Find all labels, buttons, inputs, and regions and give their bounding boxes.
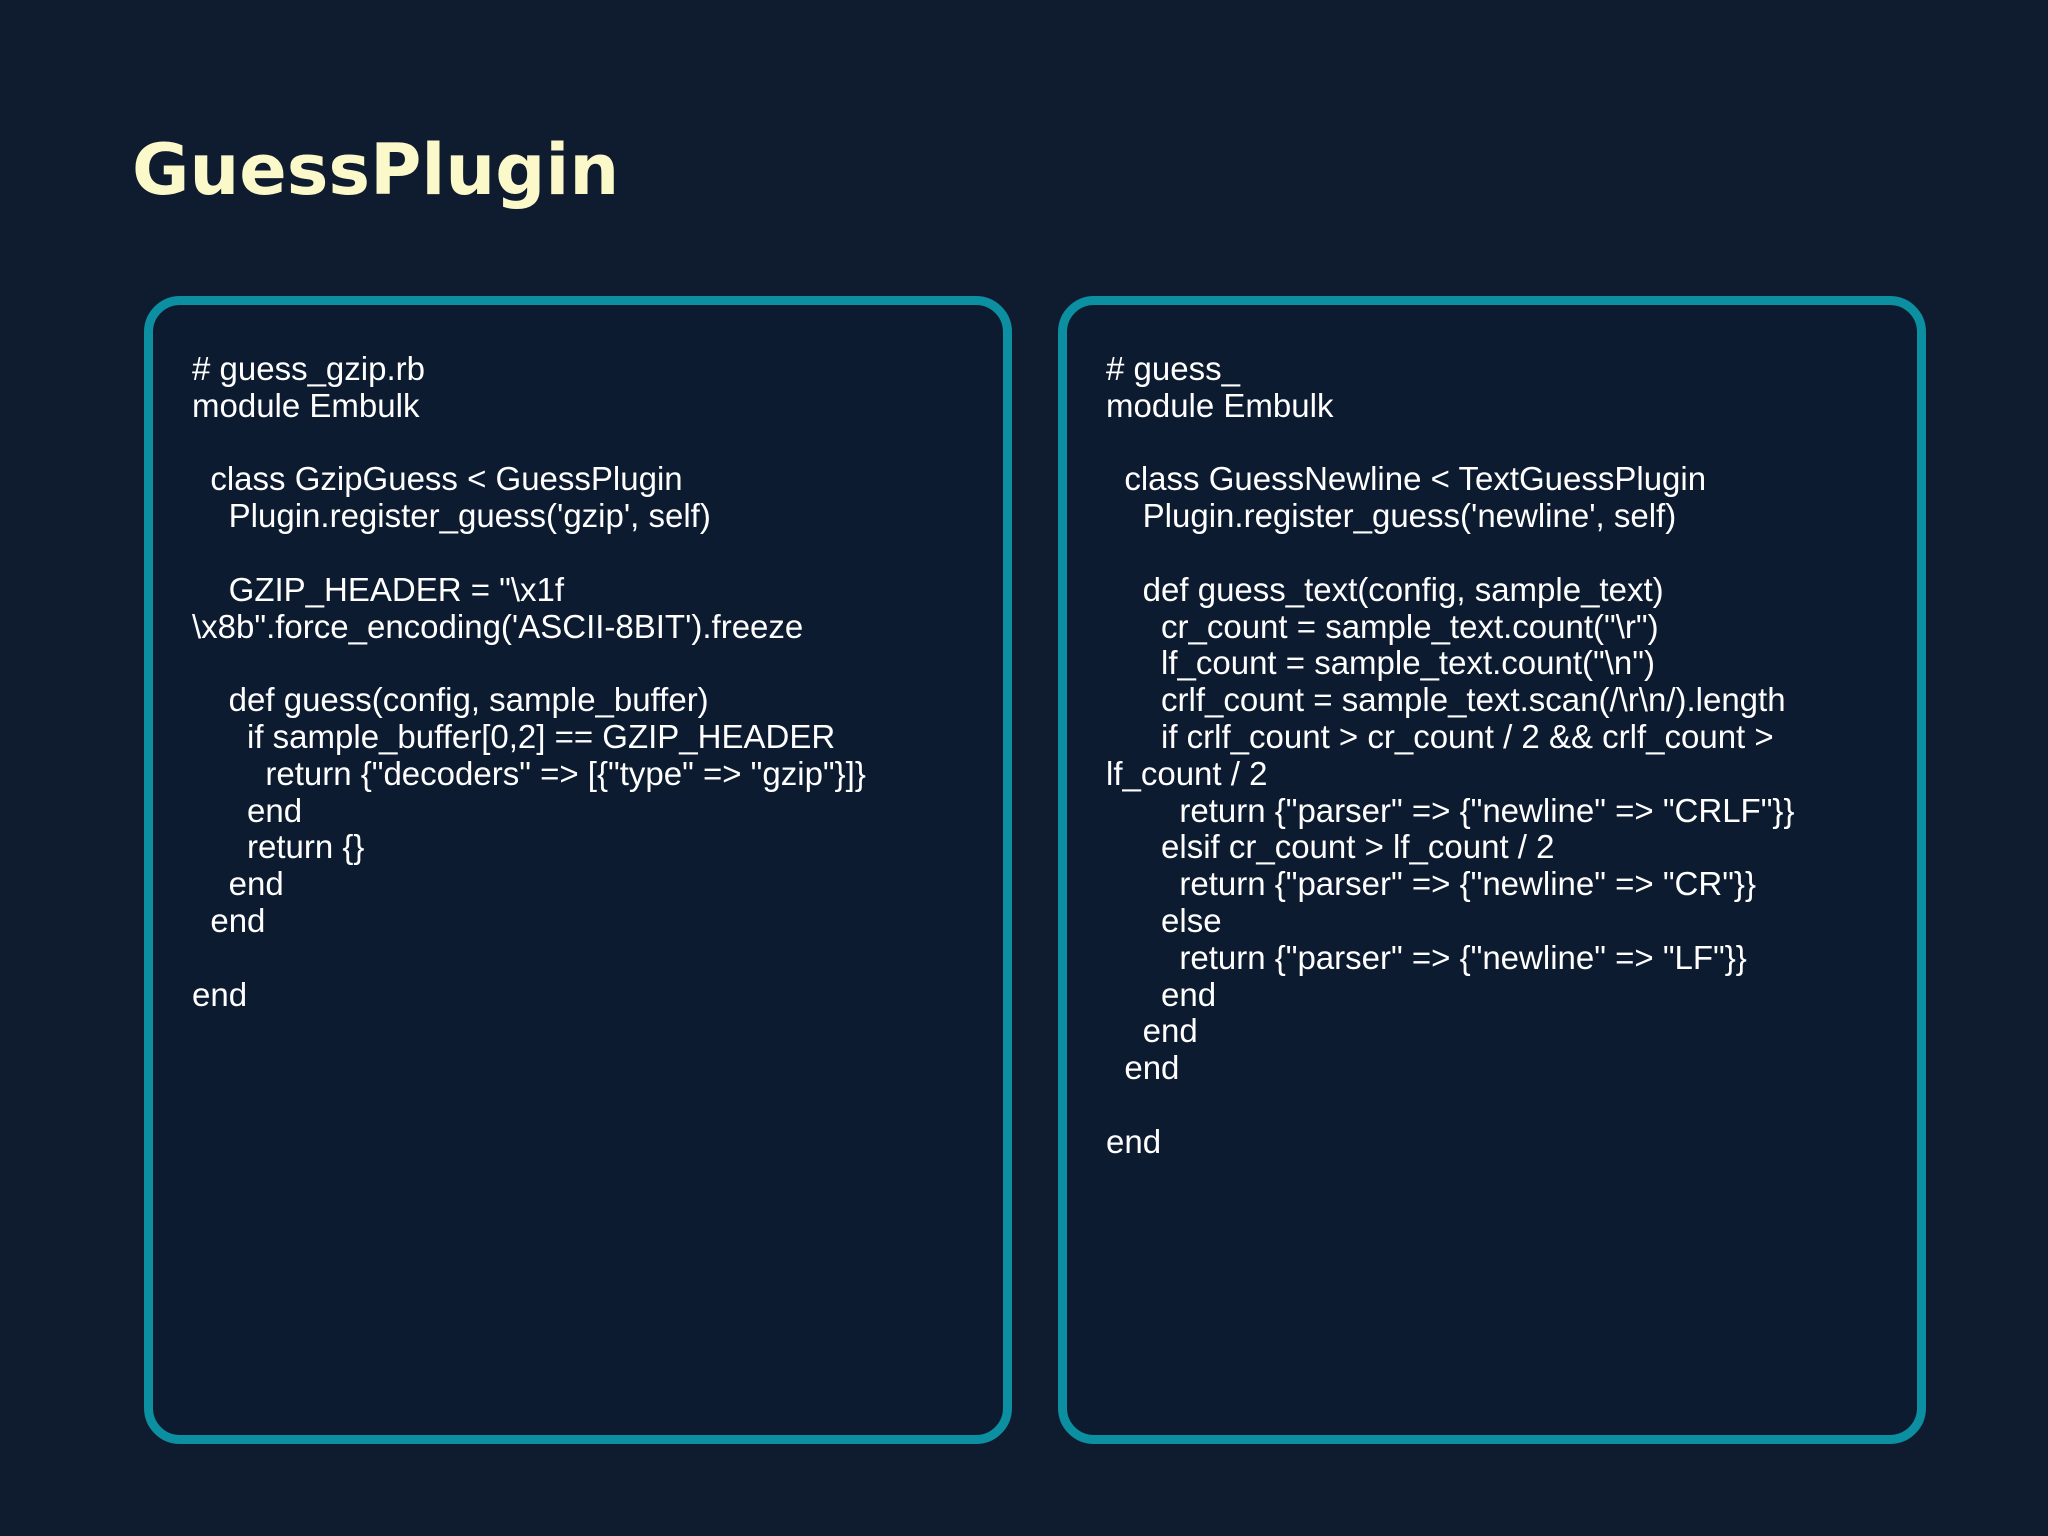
code-line: else xyxy=(1106,901,1222,939)
code-line: crlf_count = sample_text.scan(/\r\n/).le… xyxy=(1106,681,1786,719)
code-line: GZIP_HEADER = "\x1f xyxy=(192,570,565,608)
code-line: if crlf_count > cr_count / 2 && crlf_cou… xyxy=(1106,717,1774,755)
code-line: if sample_buffer[0,2] == GZIP_HEADER xyxy=(192,717,836,755)
code-line: module Embulk xyxy=(192,386,420,424)
code-line: elsif cr_count > lf_count / 2 xyxy=(1106,828,1555,866)
code-line: # guess_gzip.rb xyxy=(192,350,425,387)
code-line: module Embulk xyxy=(1106,386,1334,424)
code-line: end xyxy=(192,975,248,1013)
code-panel-newline-guess: # guess_ module Embulk class GuessNewlin… xyxy=(1058,296,1926,1444)
code-line: lf_count / 2 xyxy=(1106,754,1268,792)
code-line: Plugin.register_guess('gzip', self) xyxy=(192,497,711,535)
code-line: end xyxy=(192,901,266,939)
code-line: return {"parser" => {"newline" => "LF"}} xyxy=(1106,938,1747,976)
code-line: end xyxy=(192,791,303,829)
code-line: end xyxy=(192,865,284,903)
code-line: end xyxy=(1106,1122,1162,1160)
code-line: class GuessNewline < TextGuessPlugin xyxy=(1106,460,1707,498)
code-block-newline-guess: # guess_ module Embulk class GuessNewlin… xyxy=(1106,350,1795,1161)
code-line: return {"decoders" => [{"type" => "gzip"… xyxy=(192,754,866,792)
code-line: class GzipGuess < GuessPlugin xyxy=(192,460,683,498)
code-line: end xyxy=(1106,1012,1198,1050)
code-line: Plugin.register_guess('newline', self) xyxy=(1106,497,1677,535)
code-line: # guess_ xyxy=(1106,350,1240,387)
code-block-gzip-guess: # guess_gzip.rb module Embulk class Gzip… xyxy=(192,350,866,1013)
code-line: lf_count = sample_text.count("\n") xyxy=(1106,644,1655,682)
code-line: cr_count = sample_text.count("\r") xyxy=(1106,607,1659,645)
code-panel-gzip-guess: # guess_gzip.rb module Embulk class Gzip… xyxy=(144,296,1012,1444)
code-line: end xyxy=(1106,975,1217,1013)
code-line: return {"parser" => {"newline" => "CRLF"… xyxy=(1106,791,1795,829)
code-line: \x8b".force_encoding('ASCII-8BIT').freez… xyxy=(192,607,804,645)
code-line: def guess(config, sample_buffer) xyxy=(192,681,709,719)
code-line: return {"parser" => {"newline" => "CR"}} xyxy=(1106,865,1756,903)
code-line: return {} xyxy=(192,828,365,866)
code-line: def guess_text(config, sample_text) xyxy=(1106,570,1664,608)
slide-title: GuessPlugin xyxy=(132,129,620,211)
code-line: end xyxy=(1106,1049,1180,1087)
